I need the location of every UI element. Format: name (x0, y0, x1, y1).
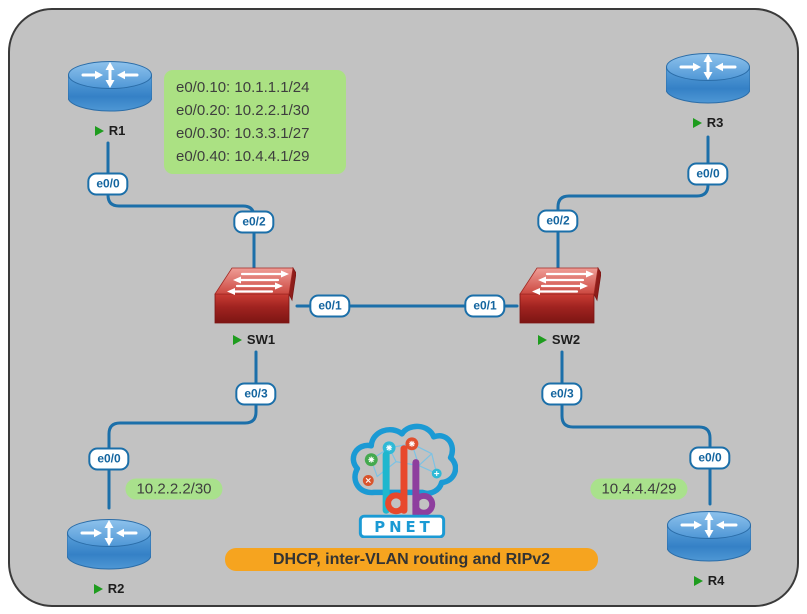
node-label-text: SW2 (551, 332, 581, 347)
iface-label-sw1-e0-1: e0/1 (309, 294, 351, 318)
play-triangle-icon (232, 334, 242, 345)
iface-label-sw1-e0-3: e0/3 (235, 382, 277, 406)
node-label-text: R2 (107, 581, 125, 596)
pnet-box (358, 514, 446, 538)
router-icon (68, 61, 152, 112)
node-r2[interactable]: R2 (67, 518, 151, 596)
router-icon (666, 53, 750, 104)
play-triangle-icon (693, 575, 703, 586)
iface-label-sw2-e0-2: e0/2 (537, 209, 579, 233)
node-label: R4 (693, 573, 725, 588)
play-triangle-icon (537, 334, 547, 345)
pnetlab-logo: PNET (350, 423, 458, 538)
iface-label-sw1-e0-2: e0/2 (233, 210, 275, 234)
node-label-text: R1 (108, 123, 126, 138)
switch-icon (519, 266, 601, 324)
router-icon (67, 519, 151, 570)
node-label-text: R3 (706, 115, 724, 130)
node-r1[interactable]: R1 (68, 60, 152, 138)
subinterface-line: e0/0.40: 10.4.4.1/29 (176, 148, 310, 165)
node-label: R3 (692, 115, 724, 130)
pnet-text: PNET (374, 518, 433, 536)
router-icon (667, 511, 751, 562)
node-sw1[interactable]: SW1 (212, 266, 296, 347)
subinterface-line: e0/0.10: 10.1.1.1/24 (176, 79, 310, 96)
node-r4[interactable]: R4 (667, 510, 751, 588)
link-r3-sw2 (556, 135, 710, 270)
topology-canvas: R1 R3 (8, 8, 799, 607)
node-label: SW1 (232, 332, 276, 347)
title-banner[interactable]: DHCP, inter-VLAN routing and RIPv2 (225, 548, 598, 571)
cloud-icon (350, 423, 458, 496)
node-label-text: SW1 (246, 332, 276, 347)
iface-label-r4-e0-0: e0/0 (689, 446, 731, 470)
network-node-icons (362, 437, 442, 486)
iface-label-sw2-e0-3: e0/3 (541, 382, 583, 406)
node-r3[interactable]: R3 (666, 52, 750, 130)
switch-icon (214, 266, 296, 324)
iface-label-sw2-e0-1: e0/1 (464, 294, 506, 318)
iface-label-r1-e0-0: e0/0 (87, 172, 129, 196)
r4-ip-note[interactable]: 10.4.4.4/29 (590, 478, 688, 500)
subinterface-line: e0/0.20: 10.2.2.1/30 (176, 102, 310, 119)
subinterface-line: e0/0.30: 10.3.3.1/27 (176, 125, 310, 142)
r2-ip-note[interactable]: 10.2.2.2/30 (125, 478, 223, 500)
node-label: R1 (94, 123, 126, 138)
node-label-text: R4 (707, 573, 725, 588)
node-label: SW2 (537, 332, 581, 347)
node-sw2[interactable]: SW2 (517, 266, 601, 347)
play-triangle-icon (94, 125, 104, 136)
iface-label-r2-e0-0: e0/0 (88, 447, 130, 471)
r1-subinterfaces-note[interactable]: e0/0.10: 10.1.1.1/24 e0/0.20: 10.2.2.1/3… (164, 70, 346, 174)
node-label: R2 (93, 581, 125, 596)
lab-wordmark (382, 445, 436, 518)
iface-label-r3-e0-0: e0/0 (687, 162, 729, 186)
play-triangle-icon (93, 583, 103, 594)
play-triangle-icon (692, 117, 702, 128)
